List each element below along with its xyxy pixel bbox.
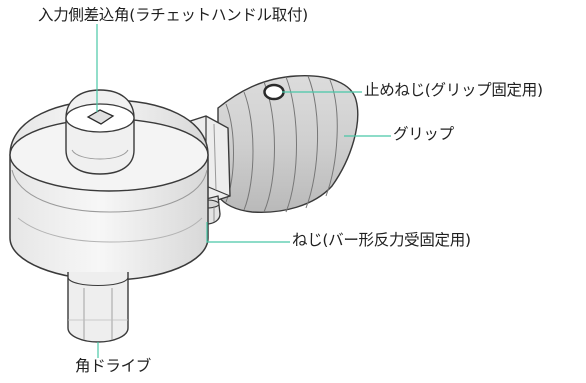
label-grip: グリップ <box>393 125 454 143</box>
leader-lines <box>96 24 391 358</box>
set-screw-hole <box>263 83 285 101</box>
input-square-boss <box>65 89 135 175</box>
square-drive <box>67 272 129 343</box>
label-set-screw: 止めねじ(グリップ固定用) <box>364 81 543 99</box>
label-square-drive: 角ドライブ <box>75 357 152 375</box>
label-input-square: 入力側差込角(ラチェットハンドル取付) <box>38 6 308 24</box>
leader-screw <box>206 222 290 243</box>
label-screw: ねじ(バー形反力受固定用) <box>292 231 471 249</box>
grip <box>217 75 359 213</box>
